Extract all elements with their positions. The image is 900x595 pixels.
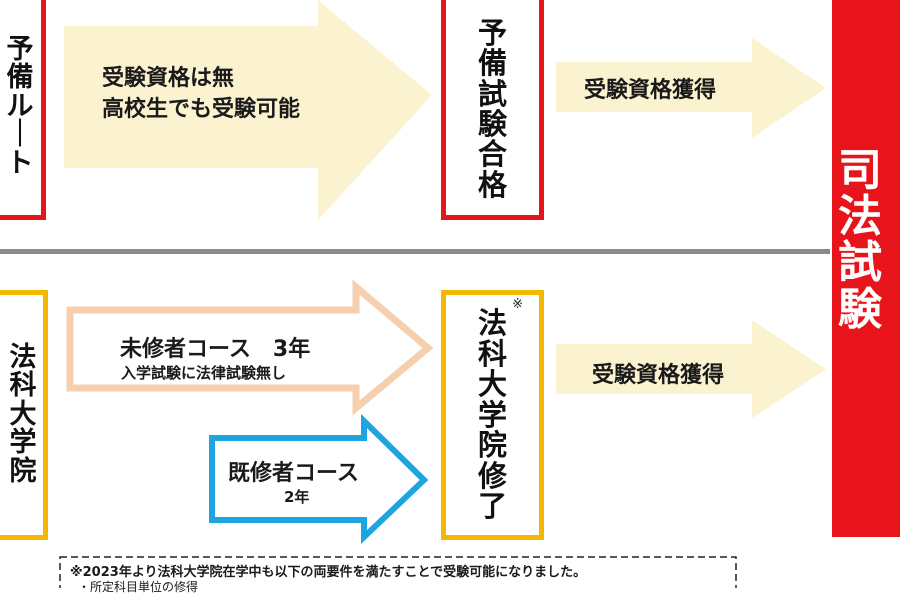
yobi-exam-pass-label: 予備試験合格 [477, 15, 507, 202]
yobi-exam-pass-box: 予備試験合格 [441, 0, 544, 220]
grad-footnote-mark: ※ [512, 297, 523, 312]
unlearned-course-arrow [66, 279, 434, 416]
yobi-route-box: 予備ル｜ト [0, 0, 46, 220]
learned-course-years: 2年 [284, 488, 310, 506]
top-arrow-line1: 受験資格は無 [102, 66, 235, 91]
law-school-grad-label: 法科大学院修了 [477, 306, 507, 524]
law-school-label: 法科大学院 [9, 342, 37, 487]
top-qualify-arrow [556, 38, 826, 138]
bar-exam-box: 司法試験 [832, 0, 900, 537]
learned-course-arrow [209, 413, 429, 544]
learned-course-label: 既修者コース [228, 461, 359, 486]
law-school-grad-box: 法科大学院修了 ※ [441, 290, 544, 540]
unlearned-course-label: 未修者コース 3年 [120, 337, 311, 362]
bottom-qualify-label: 受験資格獲得 [592, 363, 725, 388]
footnote-line2: ・所定科目単位の修得 [78, 580, 199, 594]
bottom-qualify-arrow [556, 320, 826, 418]
unlearned-course-note: 入学試験に法律試験無し [121, 364, 287, 382]
footnote-box [59, 556, 737, 588]
yobi-route-label: 予備ル｜ト [6, 34, 34, 179]
route-divider [0, 249, 830, 254]
law-school-box: 法科大学院 [0, 290, 48, 540]
top-qualify-label: 受験資格獲得 [584, 78, 717, 103]
top-arrow-line2: 高校生でも受験可能 [102, 97, 301, 122]
bar-exam-label: 司法試験 [838, 145, 882, 335]
footnote-line1: ※2023年より法科大学院在学中も以下の両要件を満たすことで受験可能になりました… [70, 565, 587, 580]
top-main-arrow [64, 0, 432, 220]
